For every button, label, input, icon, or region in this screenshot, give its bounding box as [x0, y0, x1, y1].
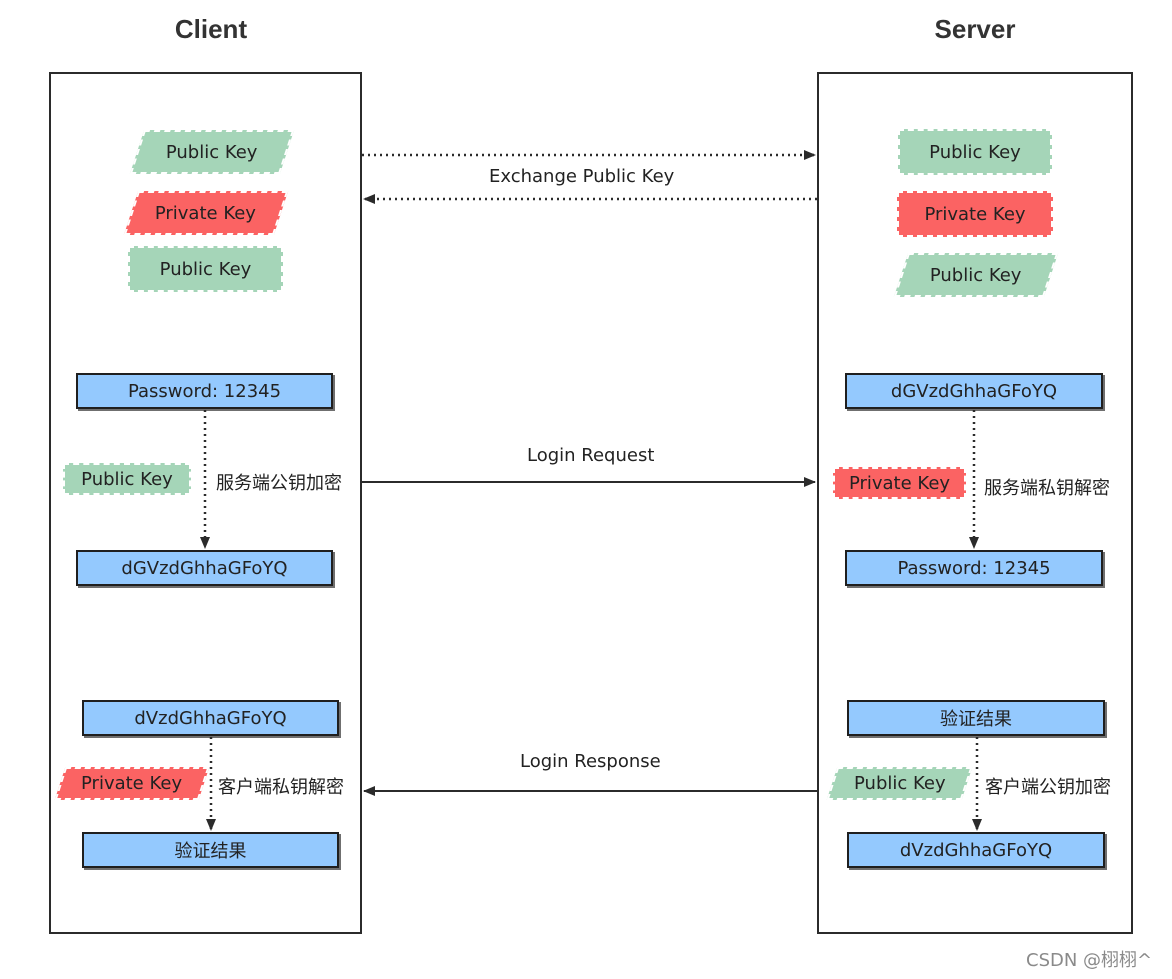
server-public-key-tag: Public Key — [826, 767, 973, 800]
client-public-key: Public Key — [128, 246, 283, 292]
server-decrypt-label: 服务端私钥解密 — [984, 478, 1110, 499]
server-encrypt-label: 客户端公钥加密 — [985, 777, 1111, 798]
client-response-box: dVzdGhhaGFoYQ — [82, 700, 339, 736]
client-private-key-tag: Private Key — [54, 767, 210, 800]
client-title: Client — [174, 14, 248, 44]
csdn-watermark: CSDN @栩栩^ — [1026, 950, 1153, 971]
client-result-box: 验证结果 — [82, 832, 339, 868]
login-request-label: Login Request — [527, 445, 655, 466]
client-public-key-tag: Public Key — [63, 463, 191, 495]
client-decrypt-label: 客户端私钥解密 — [218, 777, 344, 798]
client-public-key-received: Public Key — [129, 130, 295, 174]
server-public-key: Public Key — [898, 129, 1052, 175]
server-public-key-received: Public Key — [893, 253, 1059, 297]
server-response-box: dVzdGhhaGFoYQ — [847, 832, 1105, 868]
exchange-label: Exchange Public Key — [489, 166, 675, 187]
server-cipher-box: dGVzdGhhaGFoYQ — [845, 373, 1103, 409]
client-encrypt-label: 服务端公钥加密 — [216, 473, 342, 494]
server-result-box: 验证结果 — [847, 700, 1105, 736]
server-password-box: Password: 12345 — [845, 550, 1103, 586]
server-private-key: Private Key — [897, 191, 1053, 237]
server-title: Server — [934, 14, 1016, 44]
login-response-label: Login Response — [520, 751, 661, 772]
client-private-key: Private Key — [123, 191, 289, 235]
client-cipher-box: dGVzdGhhaGFoYQ — [76, 550, 333, 586]
client-password-box: Password: 12345 — [76, 373, 333, 409]
server-private-key-tag: Private Key — [833, 467, 966, 499]
